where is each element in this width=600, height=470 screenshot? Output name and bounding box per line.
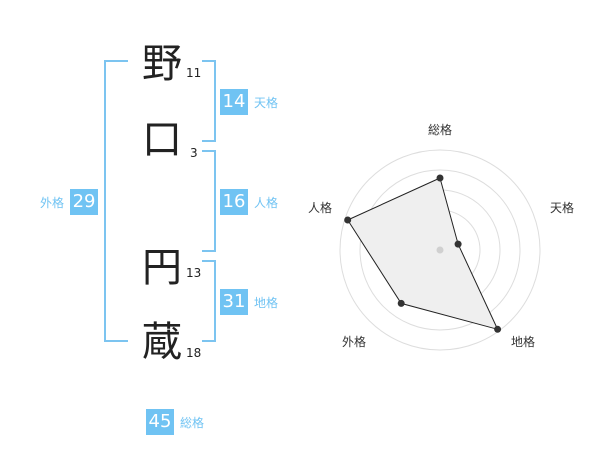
radar-label-gaikaku: 外格	[342, 334, 366, 349]
chikaku-label: 地格	[254, 295, 279, 310]
radar-polygon	[346, 177, 499, 331]
jinkaku-bracket	[202, 150, 216, 252]
chikaku-value: 31	[220, 289, 248, 315]
gaikaku-value: 29	[70, 189, 99, 215]
tenkaku: 14 天格	[220, 89, 278, 115]
name-char-4: 蔵	[142, 319, 182, 365]
tenkaku-bracket	[202, 60, 216, 142]
tenkaku-value: 14	[220, 89, 248, 115]
jinkaku: 16 人格	[220, 189, 278, 215]
name-char-2: 口	[142, 117, 182, 163]
name-char-1: 野	[142, 41, 182, 87]
radar-point	[454, 240, 462, 248]
name-char-3: 円	[142, 245, 182, 291]
gaikaku-label: 外格	[40, 195, 65, 210]
soukaku: 45 総格	[146, 409, 204, 435]
radar-point	[397, 299, 405, 307]
stroke-count-3: 13	[186, 266, 202, 280]
jinkaku-label: 人格	[254, 195, 279, 210]
jinkaku-value: 16	[220, 189, 248, 215]
gaikaku-bracket	[104, 60, 128, 342]
radar-point	[436, 174, 444, 182]
stroke-count-2: 3	[190, 146, 198, 160]
radar-point	[344, 216, 352, 224]
radar-label-chikaku: 地格	[511, 334, 535, 349]
radar-ring	[339, 149, 541, 351]
stroke-count-1: 11	[186, 66, 202, 80]
radar-ring	[359, 169, 521, 331]
radar-label-soukaku: 総格	[428, 122, 452, 137]
radar-points	[344, 174, 502, 333]
radar-label-tenkaku: 天格	[550, 200, 574, 215]
tenkaku-label: 天格	[254, 95, 279, 110]
gaikaku: 外格 29	[40, 189, 99, 215]
soukaku-label: 総格	[180, 415, 205, 430]
chikaku: 31 地格	[220, 289, 278, 315]
soukaku-value: 45	[146, 409, 174, 435]
radar-label-jinkaku: 人格	[308, 200, 332, 215]
chikaku-bracket	[202, 260, 216, 342]
radar-center	[436, 246, 444, 254]
stroke-count-4: 18	[186, 346, 202, 360]
radar-point	[494, 325, 502, 333]
